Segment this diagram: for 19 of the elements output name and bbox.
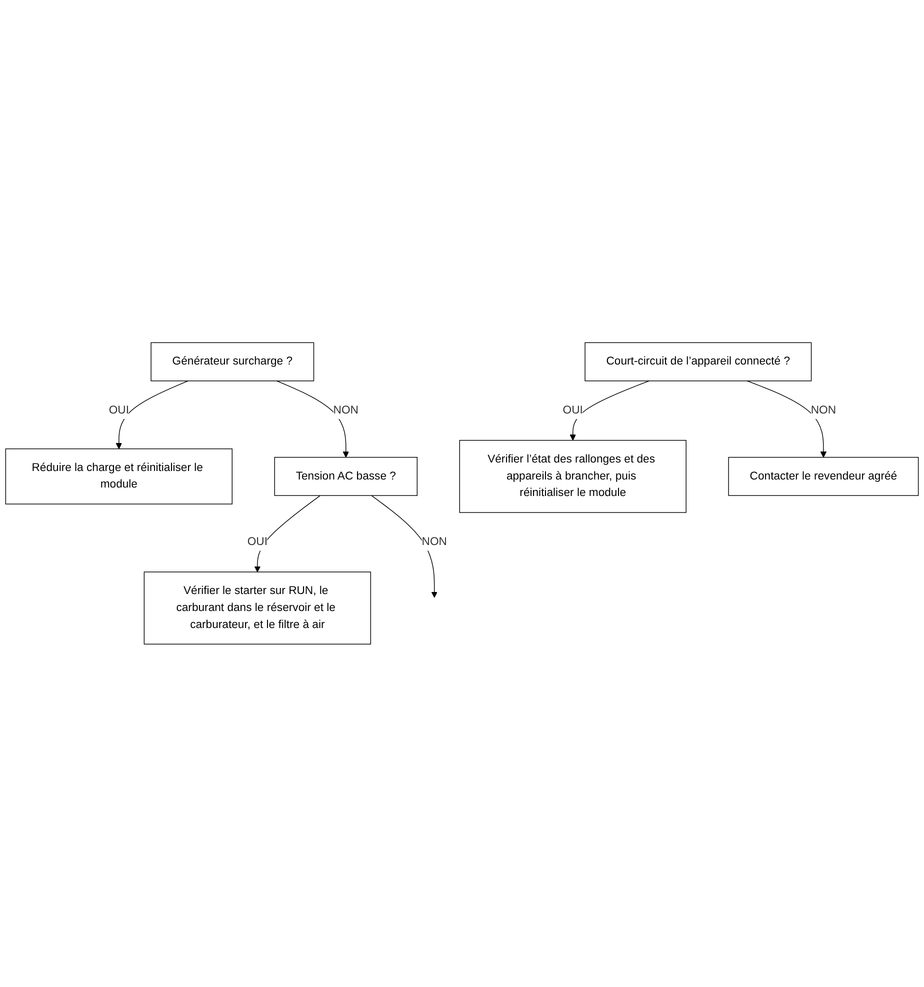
node-box: Vérifier le starter sur RUN, le carburant dans le réservoir et le carburateur, et le filtre à air bbox=[144, 572, 372, 645]
node-box: Vérifier l’état des rallonges et des appareils à brancher, puis réinitialiser le module bbox=[459, 440, 686, 513]
node-box: Court-circuit de l’appareil connecté ? bbox=[584, 342, 812, 382]
edge-label: NON bbox=[810, 404, 836, 416]
arrow bbox=[746, 380, 827, 458]
edge-label: OUI bbox=[247, 536, 268, 548]
edge-label: OUI bbox=[108, 404, 129, 416]
node-box: Contacter le revendeur agréé bbox=[728, 457, 919, 496]
edge-label: NON bbox=[333, 404, 358, 416]
edge-label: NON bbox=[422, 536, 447, 548]
node-box: Réduire la charge et réinitialiser le module bbox=[5, 448, 232, 504]
arrow bbox=[276, 380, 349, 458]
arrow bbox=[116, 380, 188, 450]
edge-label: OUI bbox=[562, 404, 583, 416]
arrow bbox=[254, 495, 321, 572]
node-box: Générateur surcharge ? bbox=[150, 342, 314, 382]
arrow bbox=[371, 495, 438, 598]
node-box: Tension AC basse ? bbox=[274, 457, 418, 496]
arrow bbox=[570, 380, 650, 441]
